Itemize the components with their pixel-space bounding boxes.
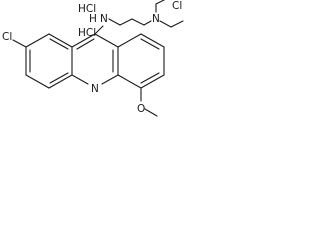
amine-nitrogen-atom: N [100, 13, 108, 25]
chain-chlorine-atom: Cl [172, 0, 182, 12]
tertiary-nitrogen-atom: N [152, 13, 160, 25]
methoxy-methyl-bond [144, 108, 158, 117]
chemical-structure-diagram: Cl N N H N Cl O HCl HCl [2, 0, 184, 117]
left-benzene-ring [25, 33, 73, 89]
central-pyridine-ring [71, 33, 119, 85]
hydrochloride-label-2: HCl [78, 27, 96, 39]
methoxy-oxygen-atom: O [137, 103, 145, 115]
amine-hydrogen-atom: H [89, 13, 97, 25]
right-benzene-ring [117, 33, 165, 89]
hydrochloride-label-1: HCl [78, 3, 96, 15]
ring-chloro-bond [12, 39, 27, 48]
ethyl-group [159, 20, 184, 28]
propyl-chain [108, 18, 152, 26]
c9-nh-bond [94, 25, 104, 35]
chloroethyl-group [155, 0, 166, 13]
ring-nitrogen-atom: N [91, 83, 99, 95]
ring-chlorine-atom: Cl [2, 31, 12, 43]
